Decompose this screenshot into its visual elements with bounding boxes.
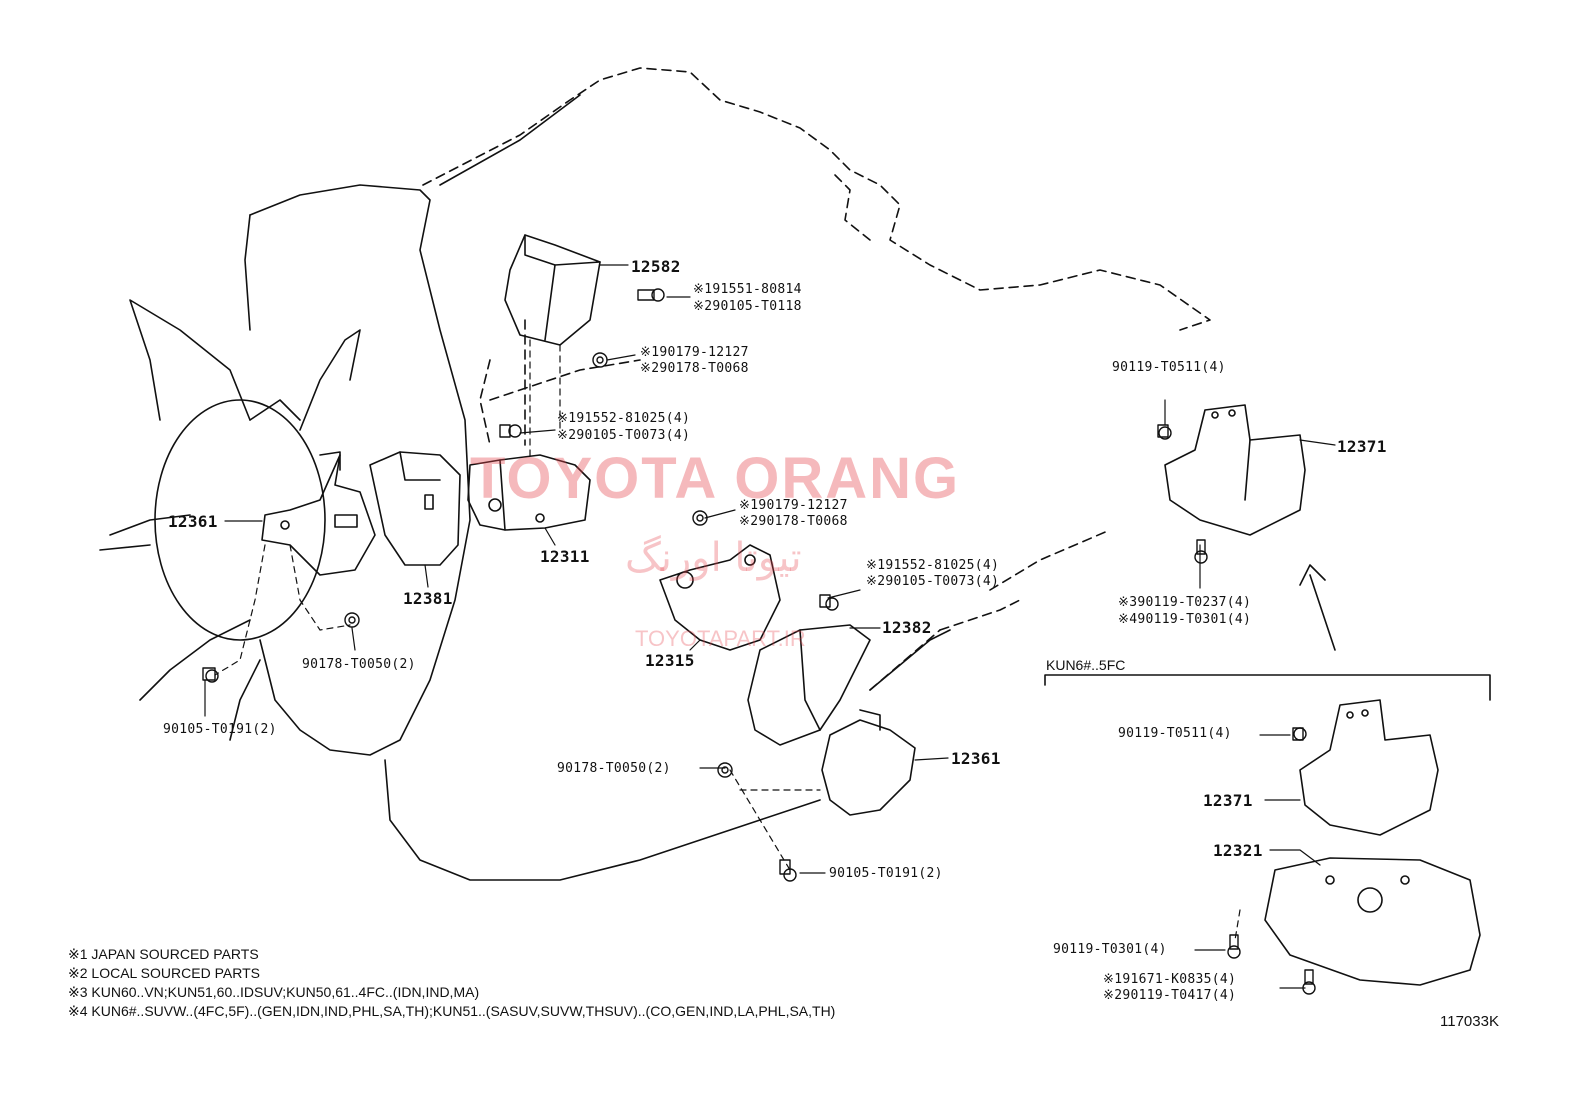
label-bolt-right-c: ※390119-T0237(4) xyxy=(1118,595,1252,610)
label-bolt-5fc-d: ※290119-T0417(4) xyxy=(1103,988,1237,1003)
label-bolt-5fc-c: ※191671-K0835(4) xyxy=(1103,972,1237,987)
part-12311-drawing xyxy=(467,454,591,531)
label-nut-mid-a: ※190179-12127 xyxy=(739,498,848,513)
part-12371-top-drawing xyxy=(1164,404,1306,536)
engine-outline xyxy=(422,67,1211,691)
label-nut-bottom: 90178-T0050(2) xyxy=(557,761,671,776)
part-12361-left-drawing xyxy=(261,451,376,576)
label-bolt-right-d: ※490119-T0301(4) xyxy=(1118,612,1252,627)
label-bolt-mid-a: ※191552-81025(4) xyxy=(557,411,691,426)
label-bolt-5fc: 90119-T0511(4) xyxy=(1118,726,1232,741)
label-12321: 12321 xyxy=(1213,841,1263,860)
label-bolt-top-right: 90119-T0511(4) xyxy=(1112,360,1226,375)
fan-drawing xyxy=(99,299,361,741)
part-12381-drawing xyxy=(369,451,461,566)
fastener-icons xyxy=(202,288,1316,995)
part-12321-drawing xyxy=(1264,857,1481,986)
label-12361-left: 12361 xyxy=(168,512,218,531)
label-12371-top: 12371 xyxy=(1337,437,1387,456)
label-bolt-bottom: 90105-T0191(2) xyxy=(829,866,943,881)
watermark-persian: تیوتا اورنگ xyxy=(625,535,802,581)
label-12371-bottom: 12371 xyxy=(1203,791,1253,810)
label-12582: 12582 xyxy=(631,257,681,276)
label-bolt-12582-a: ※191551-80814 xyxy=(693,282,802,297)
label-bolt-right-a: ※191552-81025(4) xyxy=(866,558,1000,573)
label-nut-top-b: ※290178-T0068 xyxy=(640,361,749,376)
watermark-brand: TOYOTA ORANG xyxy=(470,446,961,511)
label-12382: 12382 xyxy=(882,618,932,637)
assembly-lines xyxy=(214,339,1241,941)
label-12381: 12381 xyxy=(403,589,453,608)
engine-block-lower xyxy=(384,759,821,881)
part-12382-drawing xyxy=(747,624,871,746)
label-bolt-right-b: ※290105-T0073(4) xyxy=(866,574,1000,589)
part-12315-drawing xyxy=(659,544,781,651)
variant-label: KUN6#..5FC xyxy=(1046,657,1126,673)
watermark-url: TOYOTAPART.IR xyxy=(635,626,806,651)
label-12315: 12315 xyxy=(645,651,695,670)
note-2: ※2 LOCAL SOURCED PARTS xyxy=(68,965,260,981)
label-bolt-12582-b: ※290105-T0118 xyxy=(693,299,802,314)
leader-lines xyxy=(204,264,1336,989)
note-3: ※3 KUN60..VN;KUN51,60..IDSUV;KUN50,61..4… xyxy=(68,984,480,1000)
label-bolt-left: 90105-T0191(2) xyxy=(163,722,277,737)
part-12371-bottom-drawing xyxy=(1299,699,1439,836)
part-12361-right-drawing xyxy=(821,709,916,816)
engine-body-line xyxy=(439,94,581,186)
label-bolt-5fc-b: 90119-T0301(4) xyxy=(1053,942,1167,957)
diagram-code: 117033K xyxy=(1440,1013,1499,1030)
label-bolt-mid-b: ※290105-T0073(4) xyxy=(557,428,691,443)
note-4: ※4 KUN6#..SUVW..(4FC,5F)..(GEN,IDN,IND,P… xyxy=(68,1003,836,1019)
label-nut-left: 90178-T0050(2) xyxy=(302,657,416,672)
note-1: ※1 JAPAN SOURCED PARTS xyxy=(68,946,259,962)
label-nut-top-a: ※190179-12127 xyxy=(640,345,749,360)
part-12582-drawing xyxy=(504,234,601,346)
direction-arrow xyxy=(1299,564,1336,651)
label-nut-mid-b: ※290178-T0068 xyxy=(739,514,848,529)
label-12311: 12311 xyxy=(540,547,590,566)
variant-bracket xyxy=(1044,674,1491,701)
timing-cover xyxy=(249,184,471,756)
label-12361-right: 12361 xyxy=(951,749,1001,768)
